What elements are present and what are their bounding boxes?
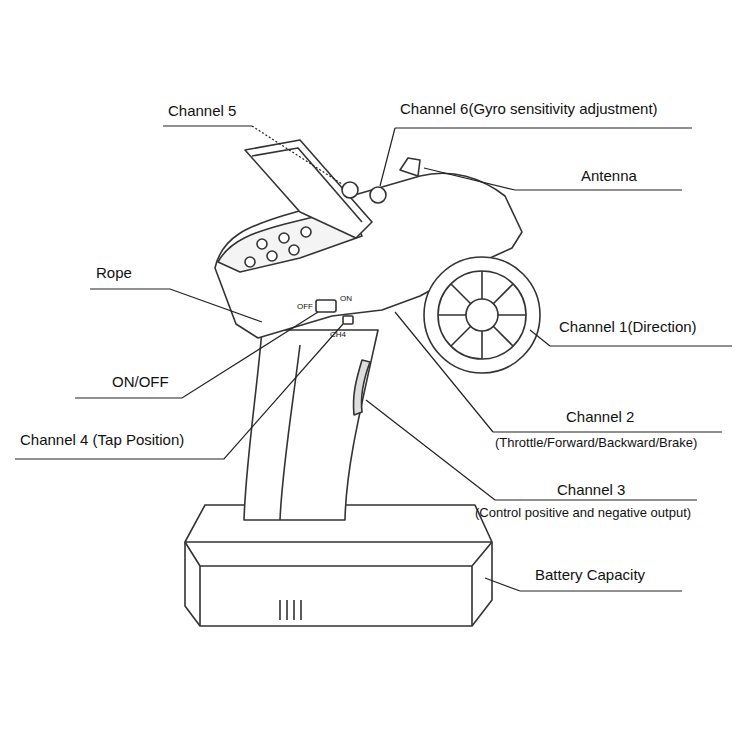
part-label: ON/OFF [112, 373, 169, 391]
part-label: Channel 6(Gyro sensitivity adjustment) [400, 100, 658, 118]
grip [244, 330, 378, 520]
base-slots [280, 600, 301, 620]
part-label: (Control positive and negative output) [475, 505, 691, 521]
device-marking: ON [340, 294, 352, 304]
ch4-switch [343, 316, 353, 324]
head-housing [215, 173, 522, 338]
leader-lines [15, 126, 732, 591]
leader-line [424, 168, 682, 190]
part-label: Channel 4 (Tap Position) [20, 431, 184, 449]
leader-line [15, 324, 343, 459]
part-label: Channel 1(Direction) [559, 318, 697, 336]
device-marking: OFF [297, 302, 313, 312]
flip-lid [245, 140, 372, 238]
trim-knob [245, 257, 255, 267]
part-label: (Throttle/Forward/Backward/Brake) [495, 435, 697, 451]
part-label: Rope [96, 264, 132, 282]
lid-edge [252, 148, 362, 222]
ch5-knob [342, 182, 358, 198]
part-label: Channel 2 [566, 408, 634, 426]
underline [163, 125, 252, 126]
steering-wheel [424, 257, 540, 373]
part-label: Antenna [581, 167, 637, 185]
leader-line [380, 128, 692, 186]
grip-line [280, 345, 300, 520]
power-switch [316, 300, 336, 312]
trim-knob [289, 245, 299, 255]
wheel-spokes [438, 271, 526, 359]
leader-line [75, 312, 318, 398]
part-label: Channel 5 [168, 102, 236, 120]
leader-line [366, 400, 697, 500]
trim-knob [257, 239, 267, 249]
leader-line [252, 126, 342, 184]
leader-line [395, 312, 722, 432]
part-label: Channel 3 [557, 481, 625, 499]
trim-knob [279, 233, 289, 243]
device-marking: CH4 [330, 330, 346, 340]
part-label: Battery Capacity [535, 566, 645, 584]
trim-knob [301, 227, 311, 237]
base-housing [185, 505, 492, 626]
leader-line [90, 289, 262, 322]
base-edges [185, 542, 492, 626]
ch6-knob [370, 187, 386, 203]
wheel-rim [438, 271, 526, 359]
ch3-button [353, 360, 370, 415]
antenna-bump [400, 158, 420, 176]
transmitter-drawing [185, 140, 540, 626]
trim-knob [267, 251, 277, 261]
